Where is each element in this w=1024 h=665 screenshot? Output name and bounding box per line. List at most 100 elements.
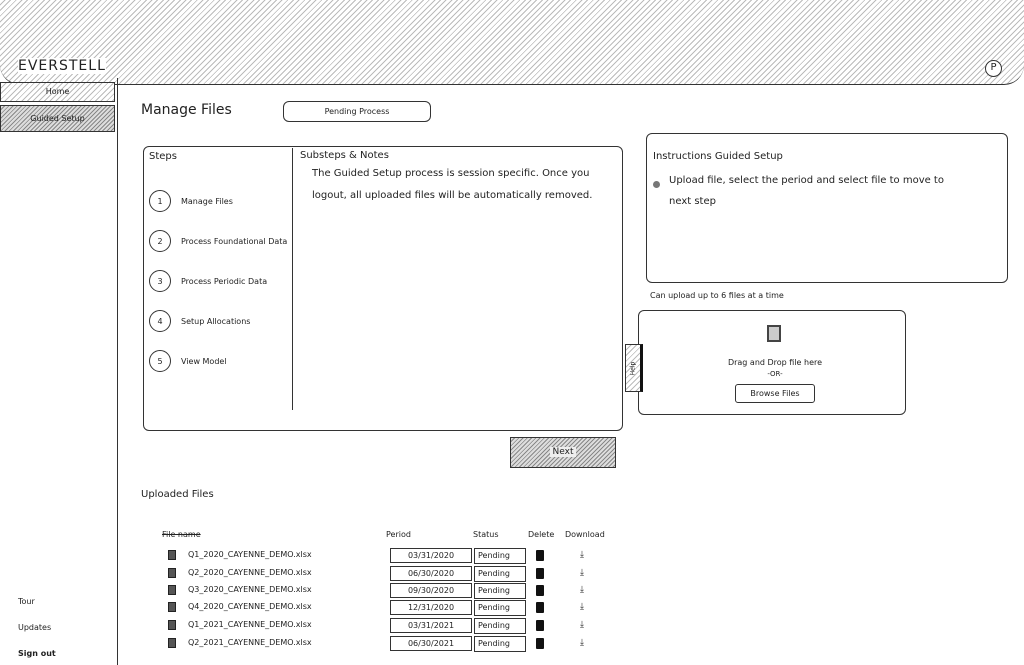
period-field[interactable]: 03/31/2020 xyxy=(390,548,472,563)
excel-file-icon xyxy=(168,550,176,560)
instructions-panel xyxy=(646,133,1008,283)
pending-process-button[interactable]: Pending Process xyxy=(283,101,431,122)
sidebar-item-label: Home xyxy=(45,87,70,96)
download-icon[interactable]: ⤓ xyxy=(580,638,584,648)
trash-icon[interactable] xyxy=(536,620,544,631)
step-number: 5 xyxy=(149,350,171,372)
status-field: Pending xyxy=(474,583,526,599)
sidebar-item-home[interactable]: Home xyxy=(0,82,115,102)
help-label: Help xyxy=(629,361,637,375)
download-icon[interactable]: ⤓ xyxy=(580,550,584,560)
sidebar-sign-out[interactable]: Sign out xyxy=(18,649,56,658)
excel-file-icon xyxy=(168,620,176,630)
status-field: Pending xyxy=(474,636,526,652)
status-field: Pending xyxy=(474,548,526,564)
step-item[interactable]: 4 Setup Allocations xyxy=(149,310,289,332)
status-field: Pending xyxy=(474,600,526,616)
steps-heading: Steps xyxy=(149,151,177,162)
step-number: 1 xyxy=(149,190,171,212)
upload-limit-note: Can upload up to 6 files at a time xyxy=(650,291,784,300)
instructions-heading: Instructions Guided Setup xyxy=(653,151,783,162)
file-row[interactable]: Q2_2021_CAYENNE_DEMO.xlsx 06/30/2021 Pen… xyxy=(160,636,620,653)
trash-icon[interactable] xyxy=(536,602,544,613)
step-item[interactable]: 3 Process Periodic Data xyxy=(149,270,289,292)
page-title: Manage Files xyxy=(141,102,232,118)
period-field[interactable]: 03/31/2021 xyxy=(390,618,472,633)
file-row[interactable]: Q1_2021_CAYENNE_DEMO.xlsx 03/31/2021 Pen… xyxy=(160,618,620,635)
user-avatar[interactable]: P xyxy=(985,60,1002,77)
file-row[interactable]: Q3_2020_CAYENNE_DEMO.xlsx 09/30/2020 Pen… xyxy=(160,583,620,600)
step-number: 4 xyxy=(149,310,171,332)
status-field: Pending xyxy=(474,618,526,634)
col-download: Download xyxy=(565,530,605,539)
download-icon[interactable]: ⤓ xyxy=(580,620,584,630)
period-field[interactable]: 06/30/2021 xyxy=(390,636,472,651)
step-number: 3 xyxy=(149,270,171,292)
file-row[interactable]: Q2_2020_CAYENNE_DEMO.xlsx 06/30/2020 Pen… xyxy=(160,566,620,583)
step-label: Manage Files xyxy=(181,196,233,206)
trash-icon[interactable] xyxy=(536,550,544,561)
avatar-initial: P xyxy=(990,62,997,73)
period-field[interactable]: 12/31/2020 xyxy=(390,600,472,615)
step-label: Setup Allocations xyxy=(181,316,251,326)
file-name: Q4_2020_CAYENNE_DEMO.xlsx xyxy=(188,602,312,611)
sidebar xyxy=(0,78,118,665)
step-item[interactable]: 1 Manage Files xyxy=(149,190,289,212)
download-icon[interactable]: ⤓ xyxy=(580,602,584,612)
steps-panel xyxy=(143,146,623,431)
steps-divider xyxy=(292,148,293,410)
file-row[interactable]: Q1_2020_CAYENNE_DEMO.xlsx 03/31/2020 Pen… xyxy=(160,548,620,565)
status-value: Pending xyxy=(478,551,510,560)
step-label: View Model xyxy=(181,356,227,366)
period-field[interactable]: 09/30/2020 xyxy=(390,583,472,598)
excel-file-icon xyxy=(168,602,176,612)
download-icon[interactable]: ⤓ xyxy=(580,585,584,595)
bullet-icon xyxy=(653,181,660,188)
instructions-text: Upload file, select the period and selec… xyxy=(669,175,944,207)
status-value: Pending xyxy=(478,603,510,612)
next-label: Next xyxy=(549,447,577,457)
step-number: 2 xyxy=(149,230,171,252)
status-value: Pending xyxy=(478,586,510,595)
help-tab[interactable]: Help xyxy=(625,344,643,392)
col-file-name: File name xyxy=(162,530,201,539)
status-value: Pending xyxy=(478,621,510,630)
col-delete: Delete xyxy=(528,530,555,539)
period-value: 06/30/2020 xyxy=(407,569,455,578)
excel-file-icon xyxy=(168,638,176,648)
excel-file-icon xyxy=(168,585,176,595)
browse-files-button[interactable]: Browse Files xyxy=(735,384,815,403)
step-label: Process Periodic Data xyxy=(181,276,268,286)
notes-text: The Guided Setup process is session spec… xyxy=(312,168,593,201)
brand-logo: EVERSTELL xyxy=(18,58,106,74)
step-item[interactable]: 5 View Model xyxy=(149,350,289,372)
file-name: Q1_2020_CAYENNE_DEMO.xlsx xyxy=(188,550,312,559)
period-value: 03/31/2020 xyxy=(407,551,455,560)
file-name: Q1_2021_CAYENNE_DEMO.xlsx xyxy=(188,620,312,629)
col-period: Period xyxy=(386,530,411,539)
step-item[interactable]: 2 Process Foundational Data xyxy=(149,230,289,252)
file-upload-icon xyxy=(767,325,781,342)
next-button[interactable]: Next xyxy=(510,437,616,468)
period-value: 06/30/2021 xyxy=(407,639,455,648)
sidebar-updates[interactable]: Updates xyxy=(18,623,52,632)
trash-icon[interactable] xyxy=(536,638,544,649)
sidebar-tour[interactable]: Tour xyxy=(18,597,35,606)
file-row[interactable]: Q4_2020_CAYENNE_DEMO.xlsx 12/31/2020 Pen… xyxy=(160,600,620,617)
or-text: -OR- xyxy=(767,370,783,378)
status-value: Pending xyxy=(478,639,510,648)
drag-drop-text: Drag and Drop file here xyxy=(727,358,823,367)
period-field[interactable]: 06/30/2020 xyxy=(390,566,472,581)
trash-icon[interactable] xyxy=(536,585,544,596)
top-header xyxy=(0,0,1024,85)
period-value: 12/31/2020 xyxy=(407,603,455,612)
step-label: Process Foundational Data xyxy=(181,236,288,246)
sidebar-item-label: Guided Setup xyxy=(30,114,85,123)
sidebar-item-guided-setup[interactable]: Guided Setup xyxy=(0,105,115,132)
notes-heading: Substeps & Notes xyxy=(300,150,389,161)
uploaded-files-heading: Uploaded Files xyxy=(141,489,214,500)
col-status: Status xyxy=(473,530,499,539)
download-icon[interactable]: ⤓ xyxy=(580,568,584,578)
file-name: Q2_2020_CAYENNE_DEMO.xlsx xyxy=(188,568,312,577)
trash-icon[interactable] xyxy=(536,568,544,579)
